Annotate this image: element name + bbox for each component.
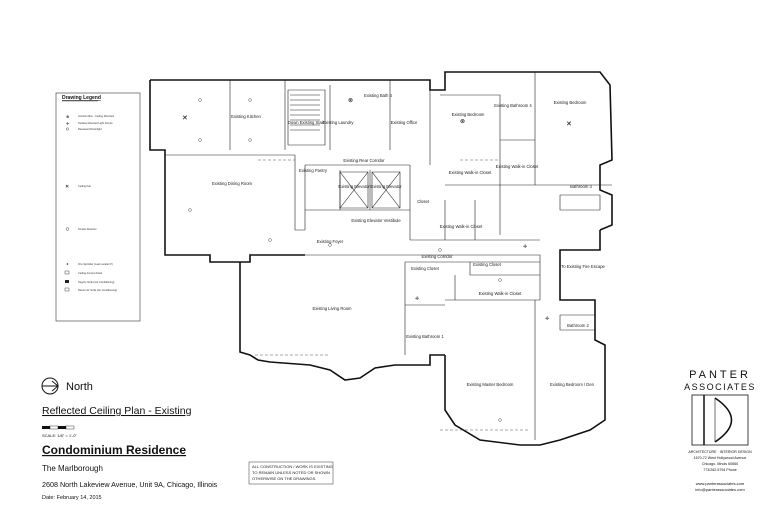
room-closet3: Existing Closet [473,262,502,267]
svg-text:Surface Mounted Light Fixture: Surface Mounted Light Fixture [78,121,113,125]
north-arrow: North [41,377,93,395]
legend-item-access-panel: Ceiling Access Panel [64,270,103,275]
legend-item-smoke-detector: Smoke Detector [65,227,97,231]
svg-text:✛: ✛ [415,296,419,302]
svg-text:Return Air Grille (Air Conditi: Return Air Grille (Air Conditioning) [78,288,117,292]
room-bedroom-upper: Existing Bedroom [452,112,485,117]
project-title: Condominium Residence [42,443,186,457]
svg-text:OTHERWISE ON THE DRAWINGS.: OTHERWISE ON THE DRAWINGS. [252,476,316,481]
room-elevator: Existing Elevator [370,184,402,189]
room-den: Existing Bedroom / Den [550,382,595,387]
ceiling-fixtures: ✕ ✕ ⊗ ⊗ ✛ ✛ ✛ [182,98,572,422]
svg-text:✛: ✛ [545,316,549,322]
firm-name-2: ASSOCIATES [684,382,756,392]
address: 2608 North Lakeview Avenue, Unit 9A, Chi… [42,480,218,489]
svg-text:Smoke Detector: Smoke Detector [78,227,97,231]
drawing-legend: Drawing Legend ⊗ Junction Box - Ceiling … [55,92,141,322]
firm-email: info@panterassociates.com [695,487,745,492]
legend-item-sprinkler: Fire Sprinkler (Last Location?) [66,262,113,266]
legend-item-ceiling-fan: ✕ Ceiling Fan [65,184,92,190]
room-kitchen: Existing Kitchen [231,114,261,119]
room-bathroom1: Existing Bathroom 1 [406,334,444,339]
firm-street: 1670-72 West Hollywood Avenue [694,456,747,460]
room-escape: To Existing Fire Escape [561,264,605,269]
svg-text:✛: ✛ [66,121,70,126]
legend-item-supply-outlet: Supply Outlet (Air Conditioning) [65,280,114,284]
room-pantry: Existing Pantry [299,168,328,173]
firm-phone: 773/262-5794 Phone [703,468,737,472]
svg-text:Recessed Downlight: Recessed Downlight [78,127,102,131]
construction-note: ALL CONSTRUCTION / WORK IS EXISTING TO R… [248,461,334,485]
room-closet: Closet [417,199,430,204]
legend-title: Drawing Legend [62,95,101,101]
svg-text:⊗: ⊗ [348,98,353,104]
room-foyer: Existing Foyer [317,239,344,244]
legend-item-return-grille: Return Air Grille (Air Conditioning) [64,287,117,292]
svg-text:✕: ✕ [182,115,188,122]
firm-website: www.panterassociates.com [696,481,745,486]
room-walkin-3: Existing Walk-in Closet [440,224,483,229]
room-bathroom2: Bathroom 2 [567,323,589,328]
svg-text:Fire Sprinkler (Last Location?: Fire Sprinkler (Last Location?) [78,262,113,266]
svg-text:Junction Box - Ceiling Mounted: Junction Box - Ceiling Mounted [78,114,114,118]
room-bathroom4: Existing Bathroom 4 [494,103,532,108]
room-bathroom3: Bathroom 3 [570,184,592,189]
svg-text:Ceiling Fan: Ceiling Fan [78,184,92,188]
firm-tagline: ARCHITECTURE · INTERIOR DESIGN [688,450,752,454]
legend-item-junction-box: ⊗ Junction Box - Ceiling Mounted [66,114,114,119]
room-walkin-1: Existing Walk-in Closet [449,170,492,175]
room-stair: Down Existing Stair [288,120,325,125]
room-rear-corridor: Existing Rear Corridor [343,158,385,163]
room-laundry: Existing Laundry [323,120,355,125]
room-walkin-2: Existing Walk-in Closet [496,164,539,169]
svg-text:✕: ✕ [566,121,572,128]
svg-text:✛: ✛ [523,244,527,250]
room-closet2: Existing Closet [411,266,440,271]
room-master: Existing Master Bedroom [467,382,514,387]
room-bath4: Existing Bath 4 [364,93,393,98]
firm-city: Chicago, Illinois 60660 [702,462,738,466]
room-bedroom-right: Existing Bedroom [554,100,587,105]
plan-walls [149,71,613,446]
firm-name-1: PANTER [689,369,751,381]
room-labels: Existing Kitchen Down Existing Stair Exi… [212,93,606,387]
date: Date: February 14, 2015 [42,495,102,501]
legend-item-downlight: Recessed Downlight [66,127,102,131]
scale-text: SCALE: 1/8" = 1'-0" [42,433,77,438]
room-dining: Existing Dining Room [212,181,253,186]
room-vestibule: Existing Elevator Vestibule [351,218,401,223]
svg-text:TO REMAIN UNLESS NOTED OR SHOW: TO REMAIN UNLESS NOTED OR SHOWN [252,470,330,475]
building-name: The Marlborough [42,464,103,473]
room-corridor: Existing Corridor [422,254,454,259]
svg-text:⊗: ⊗ [66,114,69,119]
svg-text:Ceiling Access Panel: Ceiling Access Panel [78,271,103,275]
svg-text:✕: ✕ [65,184,69,190]
scale-bar [42,425,75,430]
plan-title: Reflected Ceiling Plan - Existing [42,405,192,417]
room-walkin-4: Existing Walk-in Closet [479,291,522,296]
room-office: Existing Office [391,120,418,125]
room-living: Existing Living Room [312,306,352,311]
svg-text:⊗: ⊗ [460,119,465,125]
stair-graphic [287,89,326,146]
room-elevator-lobby: Existing Elevator [338,184,370,189]
svg-text:Supply Outlet (Air Conditionin: Supply Outlet (Air Conditioning) [78,280,114,284]
svg-text:ALL CONSTRUCTION / WORK IS EXI: ALL CONSTRUCTION / WORK IS EXISTING [252,464,333,469]
legend-item-surface-light: ✛ Surface Mounted Light Fixture [66,121,113,126]
north-label: North [66,381,93,393]
firm-logo: PANTER ASSOCIATES ARCHITECTURE · INTERIO… [684,369,756,492]
